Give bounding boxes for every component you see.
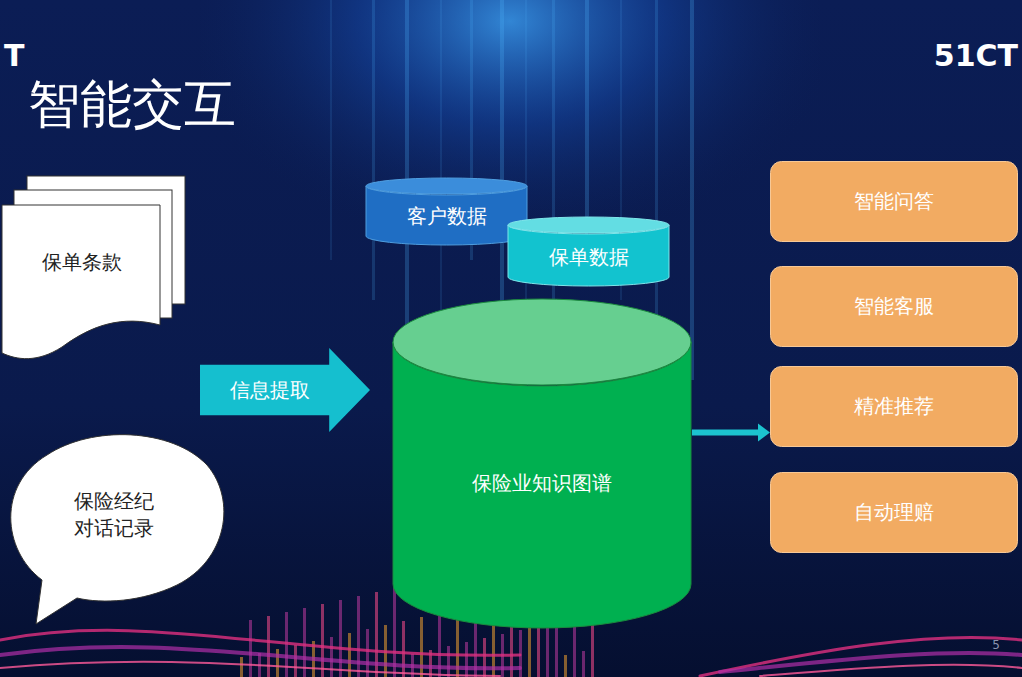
light-ray [330,0,332,260]
equalizer-bar [465,642,468,677]
node-text: 信息提取 [230,377,310,404]
equalizer-bar [267,616,270,677]
rounded-box [771,162,1018,242]
text-area: 保险业知识图谱 [402,388,682,578]
database-cylinder: 客户数据 [365,177,528,245]
light-ray [690,0,694,380]
text-area: 精准推荐 [776,372,1012,441]
node-text: 保单条款 [42,249,122,276]
light-glow [200,0,820,420]
cylinder-top [366,178,527,194]
node-text: 保险经纪 对话记录 [64,488,164,542]
equalizer-bar [357,596,360,677]
cylinder-top [393,299,691,385]
cylinder-body [366,186,527,245]
equalizer-bar [294,645,297,677]
bottom-streaks [0,630,1022,676]
app-box: 智能问答 [770,161,1018,242]
rounded-box [771,267,1018,347]
light-ray [405,0,409,340]
light-ray [655,0,658,340]
equalizer-bar [240,657,243,677]
document-stack: 保单条款 [2,175,187,360]
equalizer-bar [537,626,540,677]
equalizer-bar [339,600,342,677]
equalizer-bar [330,637,333,677]
node-text: 自动理赔 [854,499,934,526]
text-area: 自动理赔 [776,478,1012,547]
text-area: 保单条款 [4,207,160,317]
app-box: 精准推荐 [770,366,1018,447]
shape-outline [392,298,692,628]
logo-text: 51CT [934,38,1018,73]
light-ray [372,0,375,300]
front-page [2,205,160,359]
app-box: 智能客服 [770,266,1018,347]
equalizer-bar [249,620,252,677]
text-area: 保险经纪 对话记录 [26,460,202,570]
text-area: 保单数据 [511,236,666,278]
flow-arrow [692,423,770,441]
light-ray [525,0,527,340]
text-area: 客户数据 [369,195,524,237]
rounded-box [771,367,1018,447]
text-area: 智能客服 [776,272,1012,341]
light-ray [500,0,504,300]
page-number: 5 [992,638,1000,652]
equalizer-bar [321,604,324,677]
node-text: 客户数据 [407,203,487,230]
arrow-shaft [692,429,758,435]
equalizer-bar [402,621,405,677]
equalizer-bar [447,646,450,677]
slide-title: 智能交互 [28,70,236,140]
equalizer-bar [366,629,369,677]
node-text: 智能客服 [854,293,934,320]
block-arrow [200,348,370,432]
equalizer-bar [303,608,306,677]
equalizer-bar [582,651,585,677]
equalizer-bar [483,638,486,677]
logo-text: T [4,38,24,73]
rounded-box [771,473,1018,553]
cylinder-top [508,217,669,233]
process-arrow: 信息提取 [200,348,370,432]
node-text: 保险业知识图谱 [472,470,612,497]
text-area: 信息提取 [206,366,334,414]
database-cylinder: 保险业知识图谱 [392,298,692,628]
app-box: 自动理赔 [770,472,1018,553]
speech-bubble [11,435,224,624]
node-text: 智能问答 [854,188,934,215]
node-text: 保单数据 [549,244,629,271]
cylinder-body [508,225,669,286]
database-cylinder: 保单数据 [507,216,670,286]
equalizer-bar [564,655,567,677]
text-area: 智能问答 [776,167,1012,236]
node-text: 精准推荐 [854,393,934,420]
speech-bubble: 保险经纪 对话记录 [2,430,226,626]
arrow-head [758,423,770,441]
equalizer-bar [276,649,279,677]
equalizer-bar [555,622,558,677]
